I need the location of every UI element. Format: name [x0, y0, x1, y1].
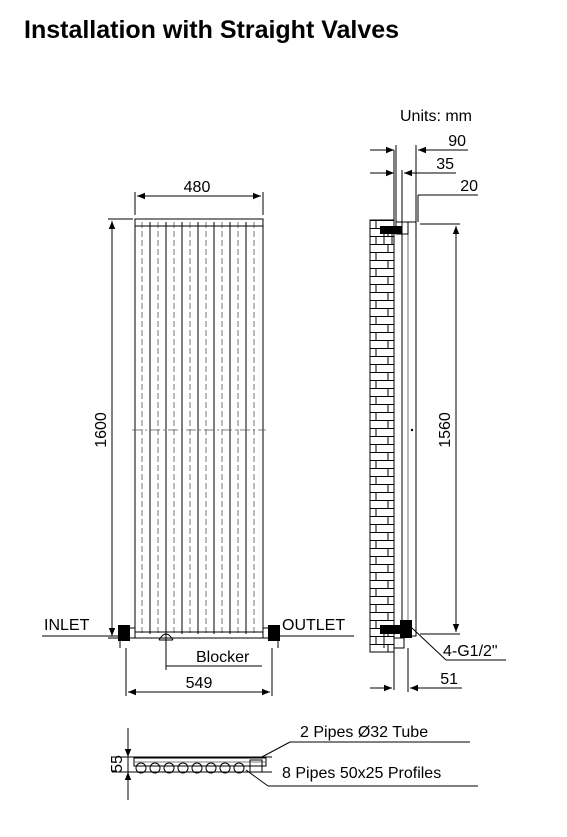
blocker-label: Blocker — [196, 649, 250, 666]
page-title: Installation with Straight Valves — [24, 16, 400, 44]
thread-size-label: 4-G1/2" — [443, 643, 498, 660]
pipes-label: 2 Pipes Ø32 Tube — [300, 724, 428, 741]
profile-section-circles — [135, 762, 245, 774]
width-dimension-label: 480 — [184, 179, 211, 196]
bottom-bracket — [380, 620, 412, 649]
inlet-label: INLET — [44, 617, 90, 634]
blocker-symbol — [158, 632, 174, 670]
profiles-label: 8 Pipes 50x25 Profiles — [282, 765, 441, 782]
dim-20-label: 20 — [460, 178, 478, 195]
outlet-label: OUTLET — [282, 617, 345, 634]
dim-51-label: 51 — [440, 671, 458, 688]
side-height-dimension-label: 1560 — [437, 412, 454, 448]
depth-dimension-label: 55 — [109, 755, 126, 773]
radiator-profiles — [132, 222, 266, 634]
dim-90-label: 90 — [448, 133, 466, 150]
inlet-valve — [118, 625, 136, 648]
wall-bricks — [369, 219, 395, 653]
units-label: Units: mm — [400, 108, 472, 125]
radiator-front-outline — [134, 218, 264, 639]
outlet-valve — [262, 625, 280, 648]
overall-width-dimension-label: 549 — [186, 675, 213, 692]
front-view: 480 1600 INLET OUTLET Blocker — [42, 179, 354, 696]
height-dimension-label: 1600 — [93, 412, 110, 448]
dim-35-label: 35 — [436, 156, 454, 173]
top-view: 55 2 Pipes Ø32 Tube 8 Pipes 50x25 Profil… — [109, 724, 478, 800]
side-view: Units: mm 90 35 2 — [369, 108, 506, 692]
radiator-side-profile — [401, 221, 417, 637]
